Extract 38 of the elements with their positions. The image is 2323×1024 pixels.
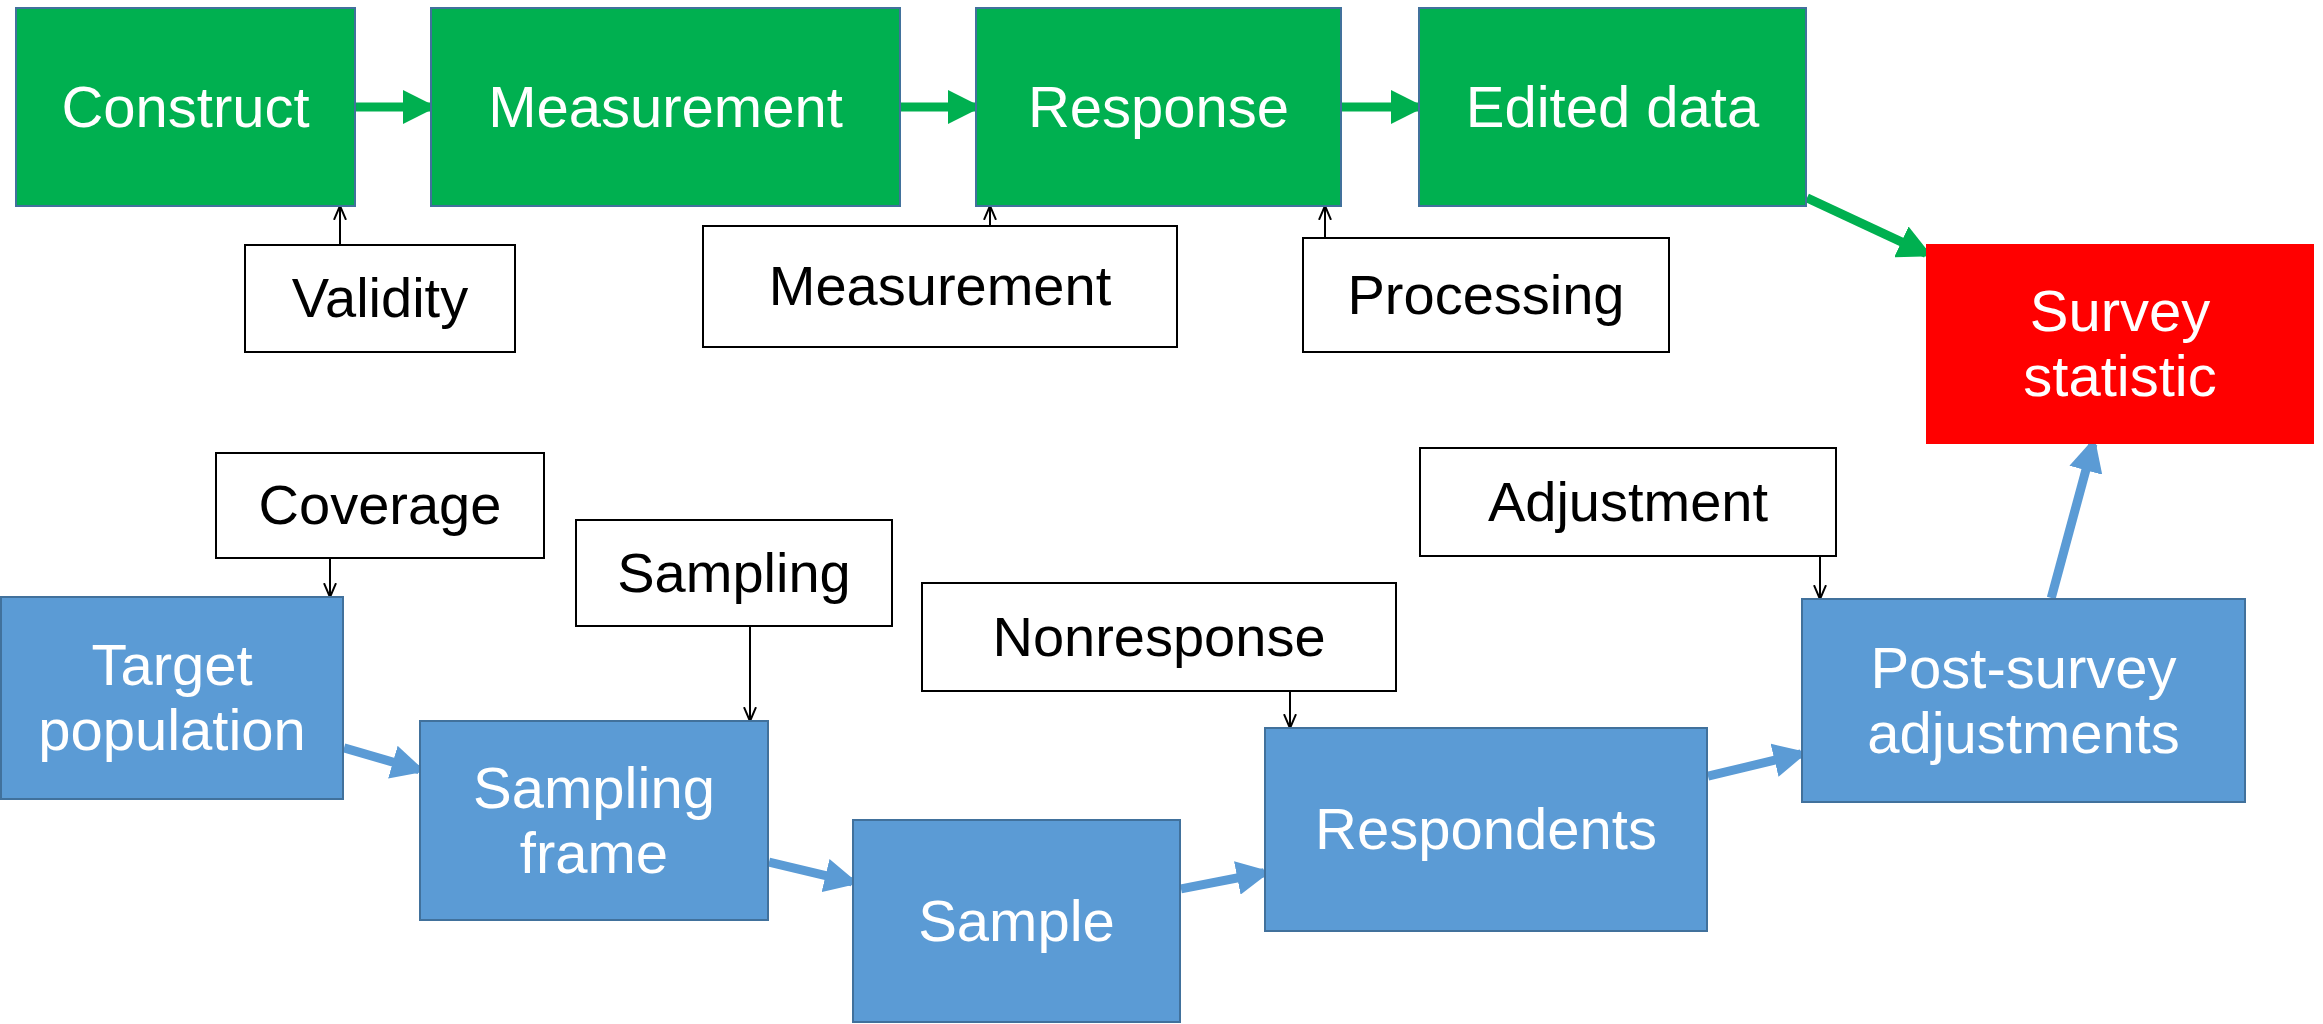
process-box bbox=[1264, 727, 1708, 932]
box-label: Measurement bbox=[488, 74, 843, 140]
error-source-box bbox=[1302, 237, 1670, 353]
box-label: Sampling bbox=[617, 541, 851, 605]
box-label: Survey statistic bbox=[2022, 279, 2218, 409]
process-box bbox=[0, 596, 344, 800]
error-source-box bbox=[244, 244, 516, 353]
box-label: Construct bbox=[61, 74, 310, 140]
box-label: Processing bbox=[1347, 263, 1625, 327]
error-source-box bbox=[1419, 447, 1837, 557]
box-label: Validity bbox=[291, 267, 469, 330]
process-box bbox=[15, 7, 356, 207]
arrow bbox=[1813, 556, 1827, 601]
box-label: Measurement bbox=[768, 255, 1112, 318]
process-box bbox=[975, 7, 1342, 207]
process-box bbox=[1801, 598, 2246, 803]
process-box bbox=[852, 819, 1181, 1023]
arrow bbox=[743, 626, 757, 723]
process-box bbox=[419, 720, 769, 921]
arrow bbox=[1283, 691, 1297, 730]
error-source-box bbox=[575, 519, 893, 627]
arrow bbox=[323, 558, 337, 599]
process-box bbox=[430, 7, 901, 207]
error-source-box bbox=[921, 582, 1397, 692]
box-label: Nonresponse bbox=[992, 605, 1326, 669]
box-label: Respondents bbox=[1315, 797, 1657, 862]
box-label: Target population bbox=[37, 633, 307, 763]
box-label: Sample bbox=[918, 888, 1115, 954]
box-label: Coverage bbox=[258, 474, 502, 537]
error-source-box bbox=[215, 452, 545, 559]
box-label: Adjustment bbox=[1487, 470, 1769, 534]
box-label: Edited data bbox=[1465, 74, 1760, 140]
process-box bbox=[1418, 7, 1807, 207]
box-label: Response bbox=[1027, 74, 1290, 140]
process-box bbox=[1926, 244, 2314, 444]
box-label: Post-survey adjustments bbox=[1866, 635, 2181, 766]
box-label: Sampling frame bbox=[472, 755, 716, 886]
error-source-box bbox=[702, 225, 1178, 348]
